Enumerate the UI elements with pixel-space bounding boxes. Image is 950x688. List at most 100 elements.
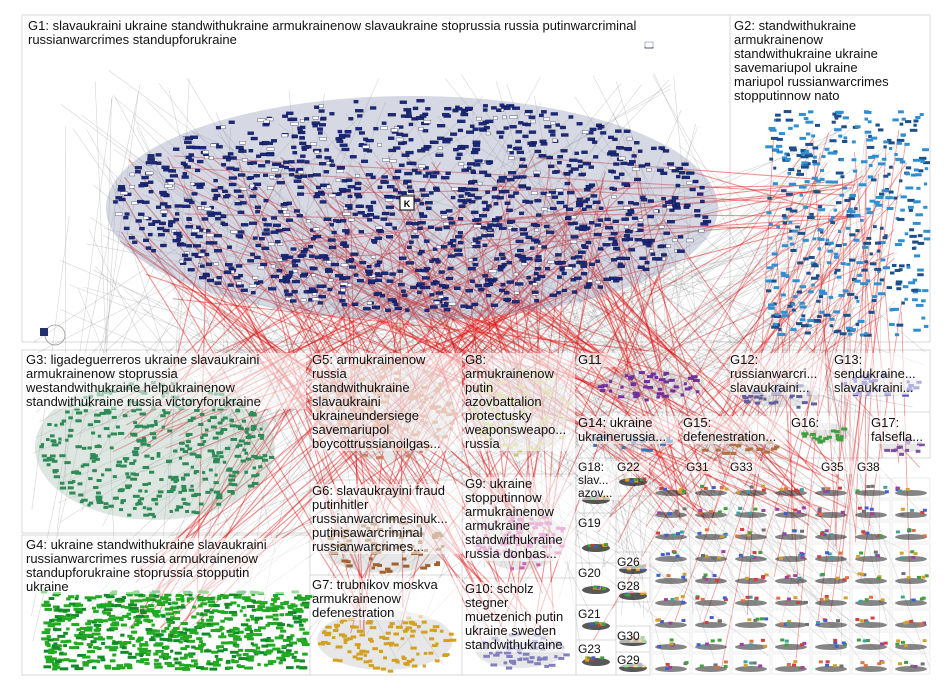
tiny-group-box <box>771 587 811 609</box>
node <box>417 251 423 256</box>
node <box>117 666 126 670</box>
node <box>824 597 829 601</box>
node <box>186 639 196 643</box>
node <box>884 490 889 494</box>
node <box>875 123 880 127</box>
node <box>493 653 500 657</box>
node <box>146 507 153 511</box>
node <box>442 112 450 117</box>
node <box>153 419 158 423</box>
node <box>788 168 795 172</box>
node <box>262 609 271 613</box>
node <box>154 658 159 662</box>
node <box>898 264 905 268</box>
node <box>834 430 840 434</box>
node <box>213 193 221 198</box>
tiny-group-box <box>811 477 851 499</box>
node <box>434 659 440 663</box>
node <box>700 484 705 488</box>
node <box>353 273 359 277</box>
node <box>137 499 142 503</box>
edge-inter-group <box>577 215 853 288</box>
node <box>526 275 531 280</box>
node <box>263 173 269 177</box>
node <box>812 237 817 241</box>
node <box>69 646 78 650</box>
node <box>212 408 216 412</box>
node <box>229 418 234 422</box>
tiny-group-shadow <box>815 600 847 606</box>
node <box>899 122 904 126</box>
node <box>830 429 837 433</box>
tiny-group-shadow <box>695 556 727 562</box>
node <box>94 457 100 461</box>
node <box>183 257 192 261</box>
node <box>905 620 910 624</box>
edge-gray <box>95 145 264 463</box>
node <box>81 637 86 641</box>
node <box>881 157 887 161</box>
node <box>157 601 164 605</box>
node <box>147 154 155 158</box>
node <box>371 239 378 243</box>
node <box>675 174 681 179</box>
node <box>884 234 888 238</box>
node <box>391 128 398 132</box>
node <box>587 279 593 283</box>
node <box>208 468 213 472</box>
node <box>632 167 640 171</box>
node <box>200 649 204 653</box>
node <box>318 104 324 108</box>
node <box>909 619 914 623</box>
node <box>289 641 298 645</box>
node <box>292 269 298 273</box>
node <box>882 266 891 270</box>
node <box>117 431 125 435</box>
group-label-G28: G28 <box>617 580 649 593</box>
node <box>586 282 593 286</box>
node <box>454 248 463 252</box>
node <box>329 159 334 163</box>
node <box>289 299 297 303</box>
node <box>826 261 832 265</box>
node <box>593 443 597 447</box>
node <box>206 233 215 238</box>
node <box>255 646 261 650</box>
node <box>778 327 782 331</box>
node <box>577 159 583 163</box>
node <box>162 408 166 412</box>
node <box>356 652 364 656</box>
edge-inter-group <box>183 168 784 498</box>
tiny-group-box <box>691 609 731 631</box>
node <box>248 284 257 288</box>
node <box>448 302 456 306</box>
node <box>244 666 253 670</box>
node <box>907 528 912 532</box>
node <box>152 613 160 617</box>
node <box>898 662 903 666</box>
node <box>495 650 503 654</box>
node <box>150 424 155 428</box>
node <box>278 210 284 214</box>
node <box>797 666 802 670</box>
node <box>472 257 478 261</box>
node <box>662 204 667 208</box>
node <box>912 158 921 162</box>
node <box>317 127 323 131</box>
node <box>861 530 866 534</box>
node <box>412 229 418 234</box>
node <box>754 401 761 405</box>
node <box>904 232 909 236</box>
node <box>221 632 225 636</box>
node <box>513 191 519 195</box>
node <box>281 227 291 232</box>
node <box>159 478 164 482</box>
node <box>197 442 205 446</box>
group-box-G17 <box>867 411 931 459</box>
node <box>666 574 671 578</box>
node <box>139 609 145 613</box>
node <box>778 556 783 560</box>
node <box>546 155 554 160</box>
node <box>372 647 378 651</box>
node <box>915 115 921 119</box>
